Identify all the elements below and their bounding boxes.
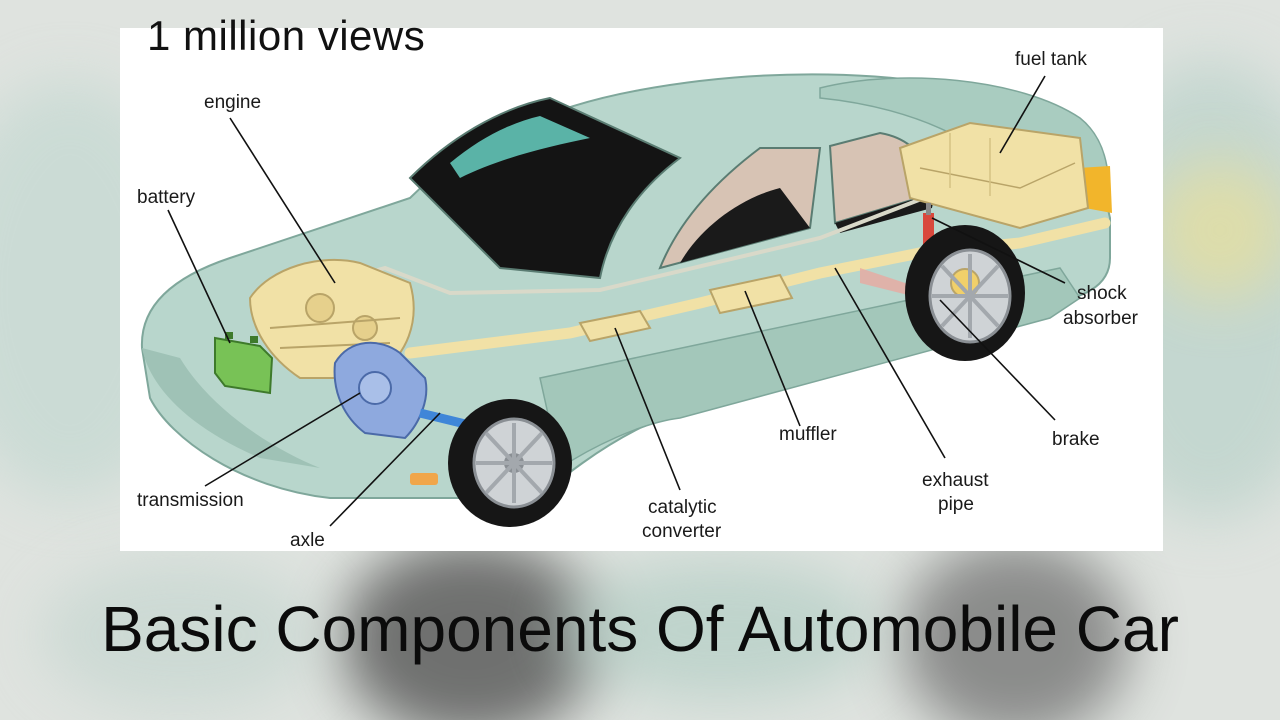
fuel-tank (898, 121, 1090, 230)
battery (214, 332, 274, 395)
rear-wheel (905, 225, 1025, 361)
label-fuel-tank: fuel tank (1015, 49, 1087, 70)
front-wheel (448, 399, 572, 527)
car-cutaway-diagram: engine battery transmission axle catalyt… (137, 49, 1139, 551)
catalytic-converter (578, 309, 652, 343)
label-catalytic-line1: catalytic (648, 497, 717, 518)
label-battery: battery (137, 187, 196, 208)
label-exhaust-line2: pipe (938, 494, 974, 515)
label-brake: brake (1052, 429, 1100, 450)
views-overlay-text: 1 million views (147, 12, 426, 59)
page-title: Basic Components Of Automobile Car (101, 593, 1179, 665)
label-axle: axle (290, 530, 325, 551)
label-engine: engine (204, 92, 261, 113)
muffler (708, 273, 794, 315)
leader-lines (167, 75, 1066, 527)
label-transmission: transmission (137, 490, 244, 511)
label-muffler: muffler (779, 424, 837, 445)
transmission (333, 341, 428, 440)
exhaust-pipe (404, 217, 1111, 359)
label-catalytic-line2: converter (642, 521, 722, 542)
label-exhaust-line1: exhaust (922, 470, 989, 491)
label-shock-line1: shock (1077, 283, 1127, 304)
diagram-card: engine battery transmission axle catalyt… (120, 28, 1163, 551)
label-shock-line2: absorber (1063, 308, 1139, 329)
